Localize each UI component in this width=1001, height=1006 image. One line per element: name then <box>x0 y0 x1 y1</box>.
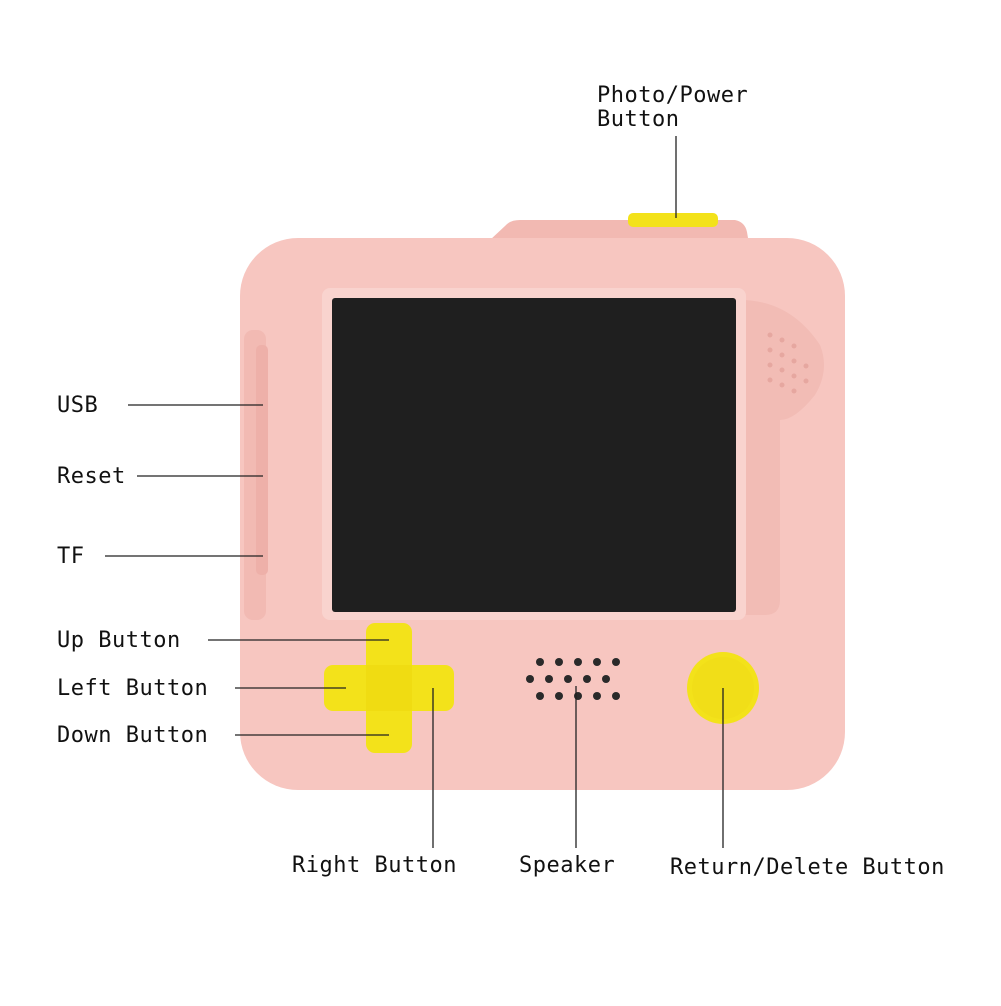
label-up-button: Up Button <box>57 628 181 653</box>
label-down-button: Down Button <box>57 723 209 748</box>
label-photo-power-button: Photo/Power Button <box>597 84 748 132</box>
screen <box>332 298 736 612</box>
label-left-button: Left Button <box>57 676 209 701</box>
right-grip <box>740 300 824 615</box>
label-right-button: Right Button <box>292 853 457 878</box>
speaker-grille <box>526 658 620 700</box>
grip-texture <box>767 332 809 394</box>
photo-power-button <box>628 213 718 227</box>
label-reset: Reset <box>57 464 126 489</box>
port-slot <box>256 345 268 575</box>
d-pad <box>324 623 454 753</box>
label-speaker: Speaker <box>519 853 616 878</box>
leader-lines <box>105 136 724 848</box>
label-usb: USB <box>57 393 99 418</box>
label-photo-power-line2: Button <box>597 107 680 132</box>
label-photo-power-line1: Photo/Power <box>597 83 749 108</box>
label-return-delete-button: Return/Delete Button <box>670 855 945 880</box>
label-tf: TF <box>57 544 85 569</box>
